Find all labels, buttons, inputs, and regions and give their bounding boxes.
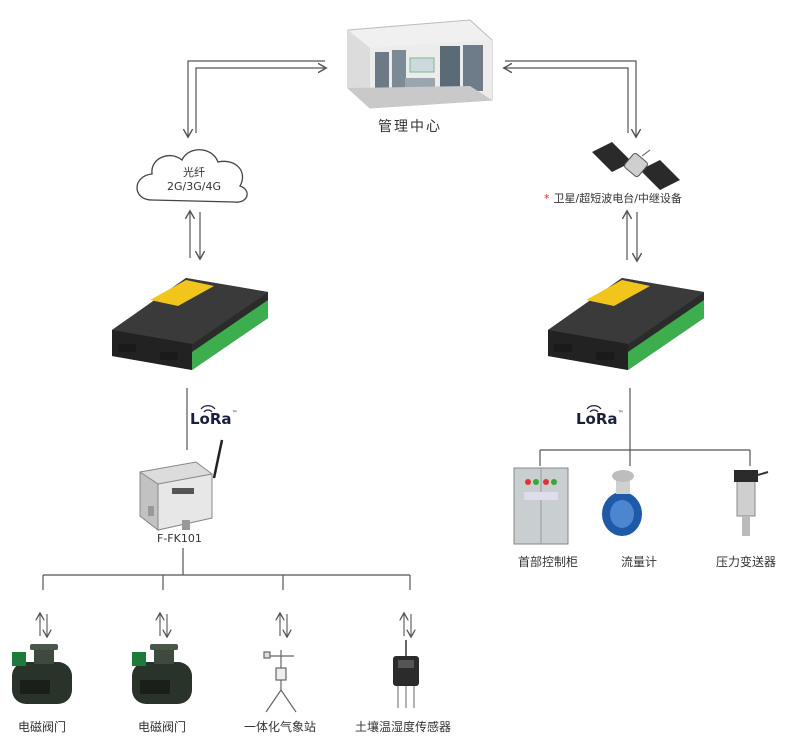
right-link-arrows — [505, 60, 636, 136]
cloud-label-line1: 光纤 — [183, 166, 205, 179]
lora-left-tm: ™ — [231, 410, 238, 417]
left-gateway-icon — [112, 278, 268, 370]
rtu-label: F-FK101 — [157, 532, 202, 545]
flowmeter-icon — [602, 470, 642, 536]
right-device-label-3: 压力变送器 — [716, 555, 777, 569]
left-bus-lines — [42, 548, 411, 590]
satellite-label: *卫星/超短波电台/中继设备 — [544, 190, 682, 206]
left-device-label-1: 电磁阀门 — [18, 720, 67, 734]
left-link-arrows — [188, 60, 325, 136]
rtu-enclosure-icon — [139, 439, 224, 532]
lora-left-text: LoRa — [190, 410, 232, 428]
weather-station-icon — [263, 650, 297, 713]
cloud-label-line2: 2G/3G/4G — [167, 180, 221, 193]
lora-logo-left: LoRa™ — [190, 410, 238, 428]
satellite-gateway-arrows — [627, 212, 637, 260]
control-cabinet-icon — [513, 467, 569, 545]
control-center-icon — [347, 19, 493, 109]
right-device-label-2: 流量计 — [621, 555, 658, 569]
right-device-label-1: 首部控制柜 — [518, 555, 579, 569]
left-device-label-3: 一体化气象站 — [244, 720, 317, 734]
solenoid-valve-icon-1 — [12, 644, 72, 704]
device-arrows — [40, 614, 411, 636]
satellite-star: * — [544, 192, 550, 205]
left-device-label-2: 电磁阀门 — [138, 720, 187, 734]
soil-sensor-icon — [393, 640, 419, 708]
satellite-icon — [592, 142, 680, 190]
pressure-transmitter-icon — [734, 470, 769, 536]
lora-wave-icon-left — [200, 405, 216, 413]
lora-wave-icon-right — [586, 405, 602, 413]
center-label: 管理中心 — [378, 119, 442, 135]
left-device-label-4: 土壤温湿度传感器 — [355, 720, 452, 734]
cloud-label: 光纤 2G/3G/4G — [146, 166, 242, 194]
lora-right-tm: ™ — [617, 410, 624, 417]
solenoid-valve-icon-2 — [132, 644, 192, 704]
right-bus-lines — [539, 388, 751, 466]
cloud-gateway-arrows — [190, 212, 200, 258]
lora-right-text: LoRa — [576, 410, 618, 428]
right-gateway-icon — [548, 278, 704, 370]
satellite-label-text: 卫星/超短波电台/中继设备 — [553, 192, 682, 205]
lora-logo-right: LoRa™ — [576, 410, 624, 428]
cloud-icon — [136, 149, 248, 203]
